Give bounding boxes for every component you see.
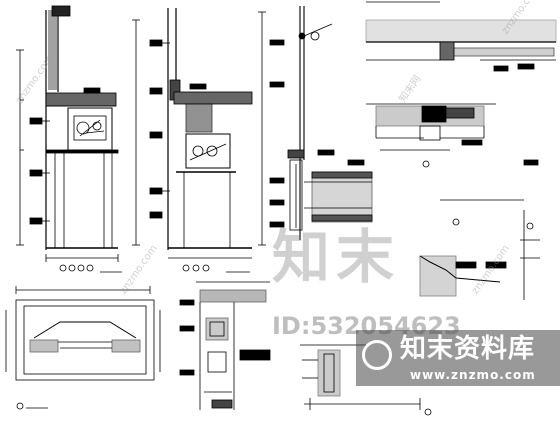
stair-detail bbox=[419, 199, 540, 300]
door-section bbox=[258, 6, 373, 246]
pilaster-detail bbox=[179, 281, 271, 410]
ceiling-detail bbox=[365, 1, 557, 72]
arch-section bbox=[5, 286, 161, 410]
watermark-large-text: 知末 bbox=[272, 223, 401, 291]
watermark-logo-title: 知末资料库 bbox=[400, 334, 536, 364]
beam-detail bbox=[366, 103, 539, 168]
watermark-logo-url: www.znzmo.com bbox=[410, 368, 536, 382]
elevator-section-middle bbox=[132, 8, 253, 273]
logo-mark-icon bbox=[362, 340, 392, 370]
elevator-section-left bbox=[16, 5, 122, 273]
